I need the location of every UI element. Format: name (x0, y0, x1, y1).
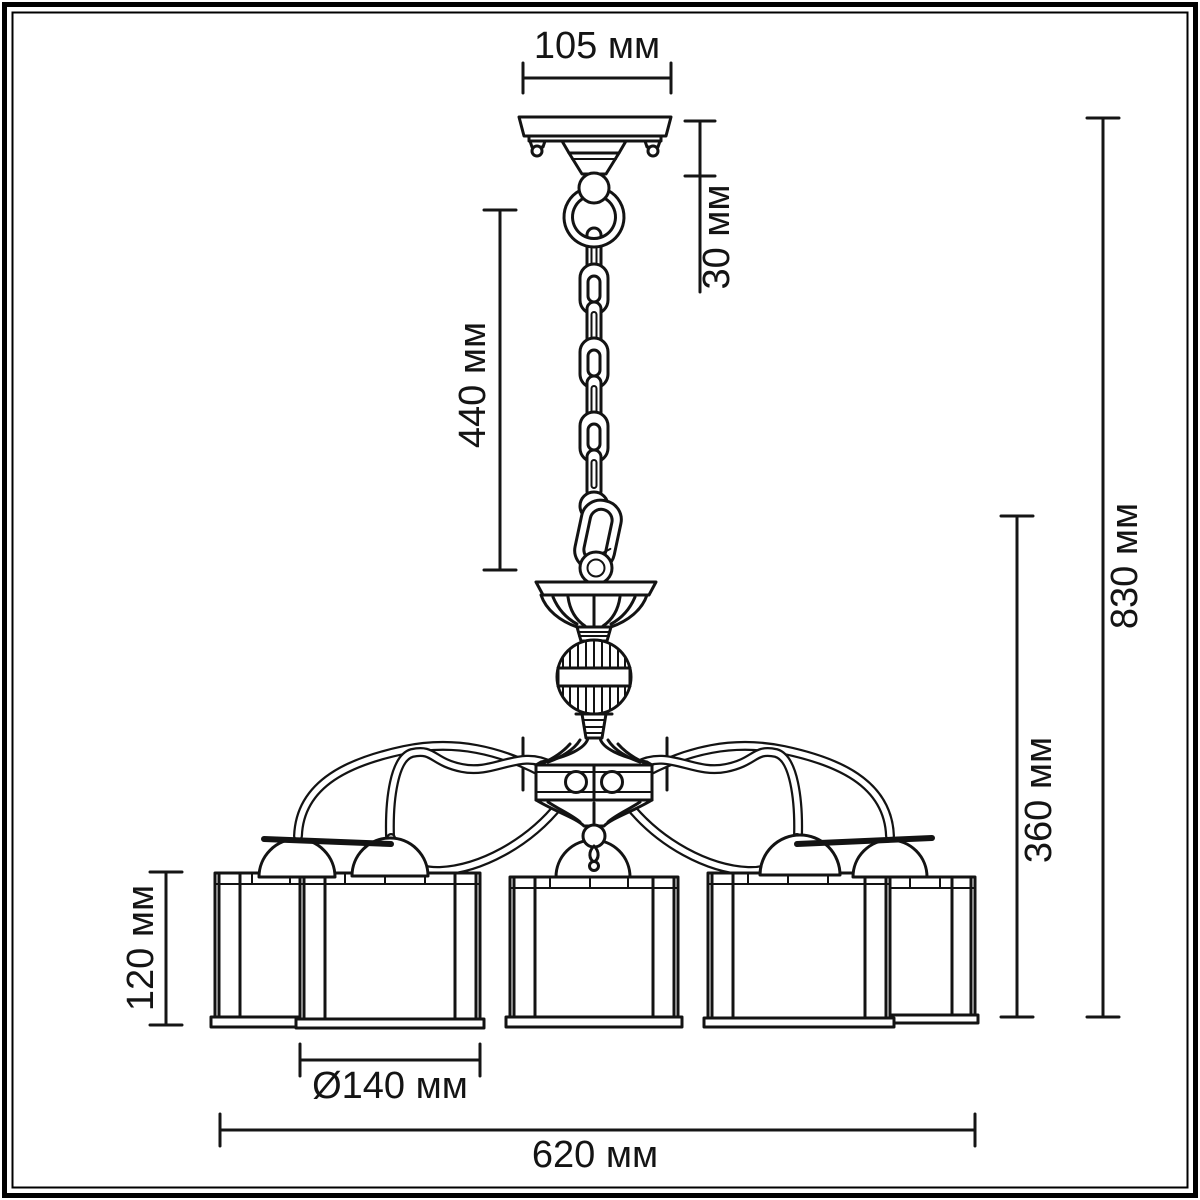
lampshade-2 (294, 871, 486, 1030)
dim-body-height: 360 мм (999, 514, 1060, 1019)
arm-left-front (384, 747, 557, 841)
chain-link (578, 550, 614, 586)
dim-canopy-width: 105 мм (521, 25, 673, 95)
lampshade-3 (504, 875, 684, 1029)
ceiling-mount (517, 115, 673, 176)
chain-link (578, 410, 610, 464)
hub-taper (534, 798, 654, 828)
dim-total-width-label: 620 мм (532, 1134, 658, 1176)
hub-band (534, 763, 654, 802)
socket-bar-right (794, 835, 935, 847)
dim-shade-height-label: 120 мм (120, 885, 162, 1011)
hanging-ball (577, 171, 611, 205)
dome-cap-2 (350, 836, 430, 878)
hub-flare (534, 736, 654, 767)
dome-cap-5 (851, 838, 929, 879)
dim-mount-height: 30 мм (683, 119, 738, 294)
dim-shade-height: 120 мм (120, 870, 184, 1027)
dim-mount-height-label: 30 мм (696, 184, 738, 289)
dim-shade-diameter: Ø140 мм (298, 1042, 482, 1107)
dim-total-height-label: 830 мм (1104, 503, 1146, 629)
dim-body-height-label: 360 мм (1018, 737, 1060, 863)
arm-left-back (293, 740, 557, 841)
center-finial (581, 823, 607, 872)
dim-chain-length-label: 440 мм (452, 322, 494, 448)
canopy-plate (534, 580, 658, 597)
stem-column (534, 580, 658, 828)
dim-total-height: 830 мм (1085, 116, 1146, 1019)
arm-joint-left (564, 770, 588, 794)
ribbed-sphere (555, 638, 633, 716)
suspension-chain (562, 171, 626, 586)
dim-chain-length: 440 мм (452, 208, 518, 572)
inner-frame (11, 11, 1189, 1189)
socket-bar-left (261, 836, 394, 847)
dim-total-width: 620 мм (218, 1112, 977, 1176)
arm-joint-right (600, 770, 624, 794)
dim-canopy-width-label: 105 мм (534, 25, 660, 67)
arm-right-back (631, 740, 895, 841)
dim-shade-diameter-label: Ø140 мм (312, 1065, 468, 1107)
dome-cap-1 (257, 837, 337, 879)
arm-right-front (631, 747, 804, 841)
lampshade-4 (702, 871, 896, 1029)
hanging-ring (562, 185, 626, 249)
fluted-trumpet (539, 593, 649, 629)
lower-collar (574, 712, 614, 740)
upper-collar (575, 625, 613, 643)
